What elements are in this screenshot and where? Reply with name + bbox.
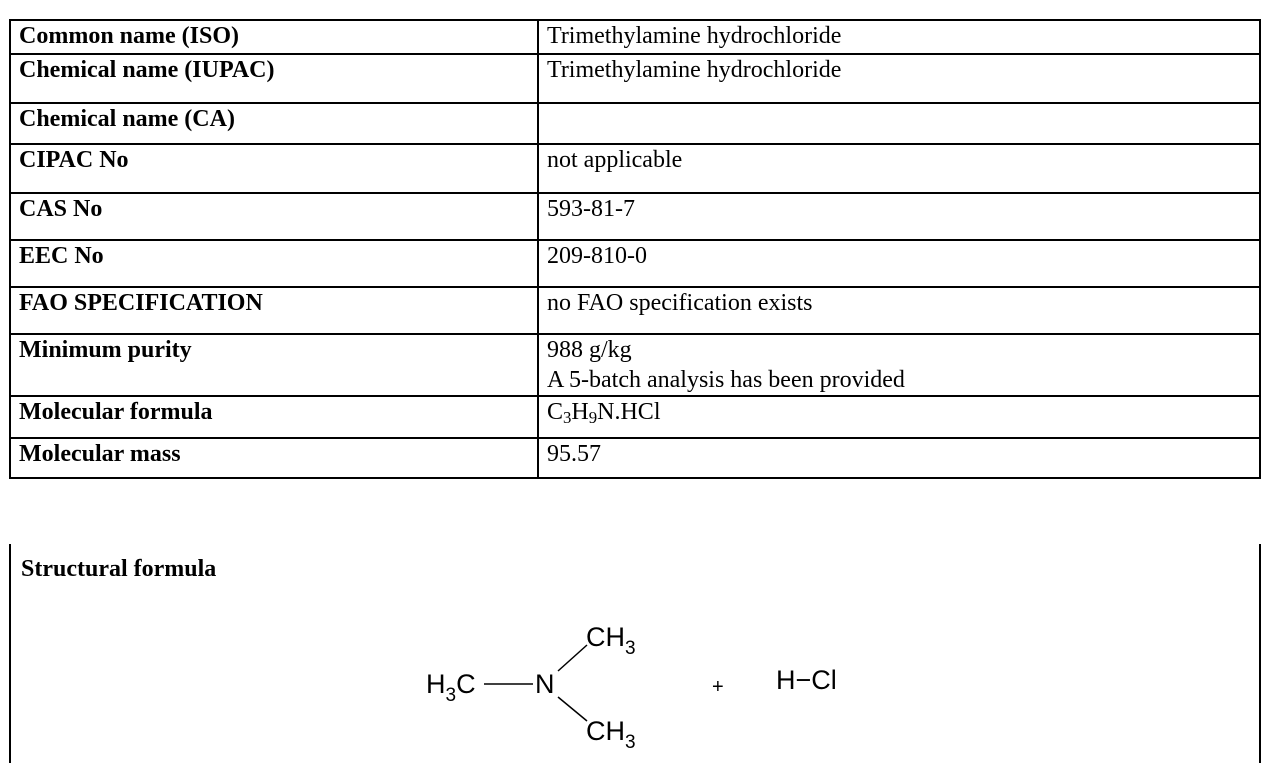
ch3-bottom-sub: 3 [625, 732, 636, 753]
table-row: Common name (ISO) Trimethylamine hydroch… [9, 19, 1261, 55]
h3c-sub: 3 [446, 685, 457, 706]
hcl-molecule: H−Cl [776, 665, 837, 695]
molecular-formula-value: C3H9N.HCl [537, 395, 1261, 439]
purity-note: A 5-batch analysis has been provided [547, 367, 905, 393]
table-row: Molecular formula C3H9N.HCl [9, 395, 1261, 439]
table-row: EEC No 209-810-0 [9, 239, 1261, 288]
nitrogen-atom: N [535, 669, 555, 699]
structural-formula-title: Structural formula [21, 556, 217, 582]
table-row: Chemical name (IUPAC) Trimethylamine hyd… [9, 53, 1261, 104]
row-label: EEC No [9, 239, 539, 288]
row-label: Molecular formula [9, 395, 539, 439]
row-label: CAS No [9, 192, 539, 241]
row-value: 95.57 [537, 437, 1261, 479]
bond-line [557, 696, 588, 722]
row-value: not applicable [537, 143, 1261, 194]
row-label: Chemical name (CA) [9, 102, 539, 145]
row-value: Trimethylamine hydrochloride [537, 53, 1261, 104]
svg-text:CH3: CH3 [586, 716, 636, 753]
row-label: CIPAC No [9, 143, 539, 194]
purity-value: 988 g/kg [547, 337, 632, 363]
table-row: Minimum purity 988 g/kg A 5-batch analys… [9, 333, 1261, 397]
svg-text:H3C: H3C [426, 669, 476, 706]
row-value: 988 g/kg A 5-batch analysis has been pro… [537, 333, 1261, 397]
row-label: Molecular mass [9, 437, 539, 479]
plus-sign: + [712, 676, 724, 698]
properties-table: Common name (ISO) Trimethylamine hydroch… [9, 19, 1261, 479]
structural-formula-cell: Structural formula H3C N CH3 CH3 + H−Cl [9, 544, 1261, 763]
table-row: CIPAC No not applicable [9, 143, 1261, 194]
row-label: Common name (ISO) [9, 19, 539, 55]
structural-formula-diagram: H3C N CH3 CH3 + H−Cl [426, 622, 837, 753]
svg-text:CH3: CH3 [586, 622, 636, 659]
row-label: Minimum purity [9, 333, 539, 397]
table-row: Molecular mass 95.57 [9, 437, 1261, 479]
h3c-h: H [426, 669, 446, 699]
row-value: 593-81-7 [537, 192, 1261, 241]
h3c-c: C [456, 669, 476, 699]
row-label: FAO SPECIFICATION [9, 286, 539, 335]
row-value: no FAO specification exists [537, 286, 1261, 335]
row-value [537, 102, 1261, 145]
ch3-top-sub: 3 [625, 638, 636, 659]
row-label: Chemical name (IUPAC) [9, 53, 539, 104]
ch3-top-ch: CH [586, 622, 625, 652]
ch3-bottom-ch: CH [586, 716, 625, 746]
table-row: FAO SPECIFICATION no FAO specification e… [9, 286, 1261, 335]
bond-line [557, 644, 588, 672]
table-row: CAS No 593-81-7 [9, 192, 1261, 241]
row-value: Trimethylamine hydrochloride [537, 19, 1261, 55]
row-value: 209-810-0 [537, 239, 1261, 288]
table-row: Chemical name (CA) [9, 102, 1261, 145]
